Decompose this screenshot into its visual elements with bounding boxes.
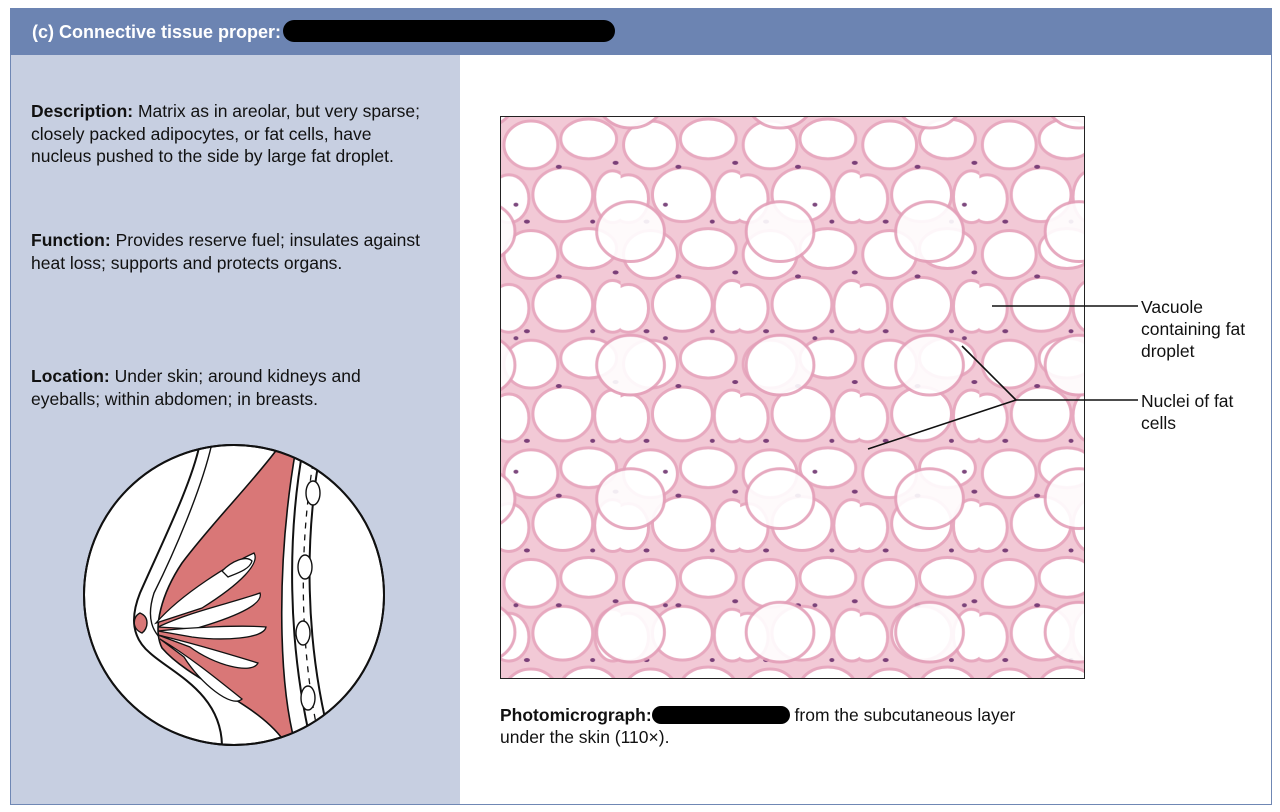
caption-heading: Photomicrograph: — [500, 705, 652, 725]
description-text: Matrix as in areolar, but very sparse; c… — [31, 101, 421, 166]
caption-redaction — [651, 706, 790, 725]
label-vacuole: Vacuole containing fat droplet — [1141, 297, 1246, 361]
function-heading: Function: — [31, 230, 111, 250]
header-title-text: (c) Connective tissue proper: — [32, 22, 282, 42]
function-paragraph: Function: Provides reserve fuel; insulat… — [31, 229, 431, 274]
description-paragraph: Description: Matrix as in areolar, but v… — [31, 100, 431, 168]
info-panel: Description: Matrix as in areolar, but v… — [11, 55, 460, 804]
caption-text: from the subcutaneous layer under the sk… — [500, 705, 1016, 747]
photomicrograph-caption: Photomicrograph: from the subcutaneous l… — [500, 704, 1060, 748]
header-redaction — [283, 20, 616, 43]
label-nuclei: Nuclei of fat cells — [1141, 391, 1234, 433]
description-heading: Description: — [31, 101, 134, 121]
location-text: Under skin; around kidneys and eyeballs;… — [31, 366, 361, 409]
adipose-tissue-photomicrograph — [500, 116, 1085, 679]
function-text: Provides reserve fuel; insulates against… — [31, 230, 421, 273]
header-title: (c) Connective tissue proper: — [32, 20, 616, 44]
header-bar: (c) Connective tissue proper: — [10, 8, 1272, 55]
breast-cross-section-illustration — [83, 444, 385, 746]
location-paragraph: Location: Under skin; around kidneys and… — [31, 365, 431, 410]
location-heading: Location: — [31, 366, 110, 386]
